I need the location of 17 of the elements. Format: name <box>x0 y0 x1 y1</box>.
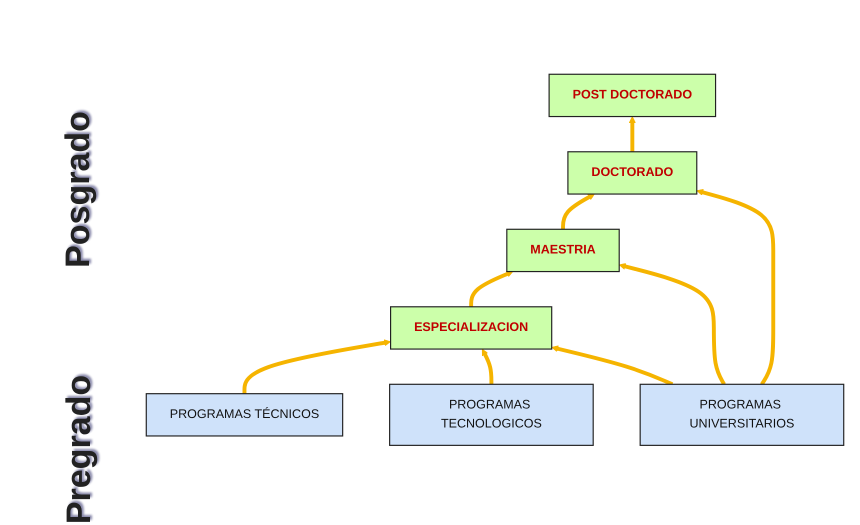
node-box: DOCTORADO <box>567 151 698 195</box>
arrow <box>551 346 674 386</box>
arrow <box>242 340 391 394</box>
section-label: Posgrado <box>58 111 98 268</box>
arrow <box>696 189 776 386</box>
arrow <box>618 263 726 386</box>
node-box: ESPECIALIZACION <box>390 306 552 350</box>
section-label: Pregrado <box>60 374 100 524</box>
node-box: PROGRAMAS UNIVERSITARIOS <box>640 384 844 446</box>
arrow <box>482 348 494 384</box>
node-box: POST DOCTORADO <box>548 74 716 118</box>
arrow <box>469 270 514 307</box>
arrow <box>628 116 636 152</box>
node-box: PROGRAMAS TECNOLOGICOS <box>389 384 594 446</box>
arrow <box>561 194 595 230</box>
node-box: MAESTRIA <box>506 228 620 272</box>
node-box: PROGRAMAS TÉCNICOS <box>146 393 344 437</box>
